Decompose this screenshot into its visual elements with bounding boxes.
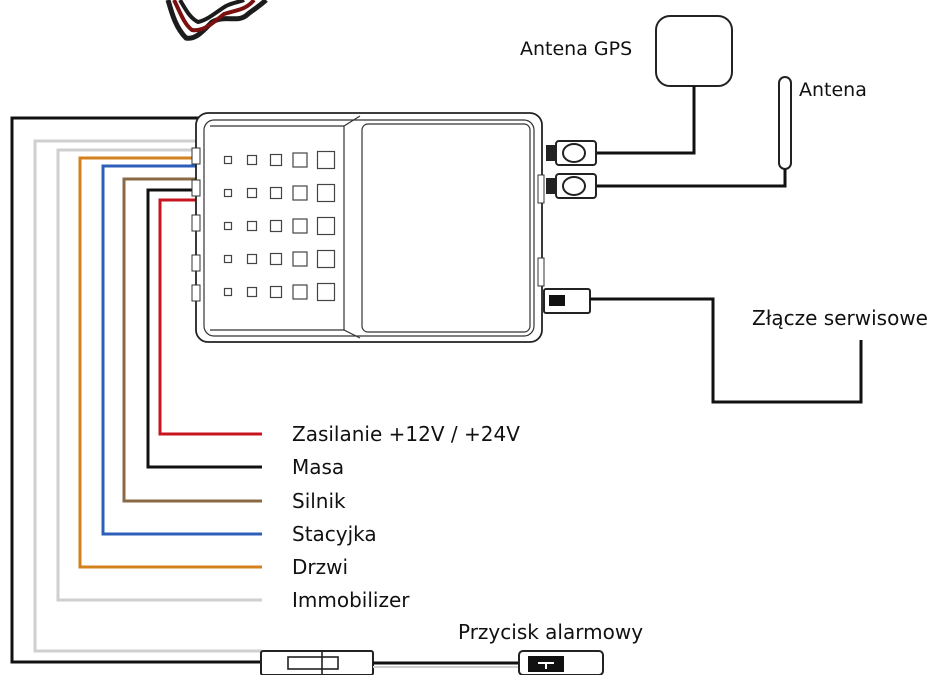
led-square [246, 187, 258, 199]
tracker-unit [191, 112, 545, 343]
gsm-antenna [597, 76, 792, 188]
led-square [269, 285, 283, 299]
led-square [269, 252, 283, 266]
label-zasilanie: Zasilanie +12V / +24V [292, 422, 520, 446]
wire-masa [146, 188, 262, 469]
alarm-button-label: Przycisk alarmowy [458, 620, 644, 644]
led-square [269, 153, 283, 167]
alarm-button[interactable] [518, 650, 604, 675]
bottom-connector [260, 650, 374, 675]
led-square [223, 254, 233, 264]
led-square [316, 282, 336, 302]
gsm-connector [546, 173, 597, 199]
led-square [246, 286, 258, 298]
led-square [316, 216, 336, 236]
inner-frame-wire [33, 139, 262, 653]
led-square [316, 150, 336, 170]
gps-connector [546, 140, 597, 166]
led-square [246, 154, 258, 166]
led-square [292, 284, 308, 300]
wire-silnik [122, 177, 262, 503]
frame-wire [10, 116, 262, 664]
gps-antenna-cable [597, 86, 696, 155]
led-square [269, 219, 283, 233]
service-port-connector [543, 288, 591, 314]
label-masa: Masa [292, 455, 345, 479]
led-square [292, 152, 308, 168]
led-square [246, 220, 258, 232]
led-square [292, 185, 308, 201]
led-square [292, 218, 308, 234]
label-immobilizer: Immobilizer [292, 588, 410, 612]
label-drzwi: Drzwi [292, 555, 349, 579]
wire-drzwi [78, 156, 262, 569]
led-square [246, 253, 258, 265]
led-square [269, 186, 283, 200]
gps-antenna [655, 15, 733, 87]
gsm-antenna-label: Antena [799, 79, 867, 101]
led-square [316, 249, 336, 269]
service-port-label: Złącze serwisowe [752, 306, 928, 330]
wire-immobilizer [56, 148, 262, 602]
led-square [316, 183, 336, 203]
led-square [223, 221, 233, 231]
label-stacyjka: Stacyjka [292, 522, 377, 546]
led-square [223, 155, 233, 165]
label-silnik: Silnik [292, 489, 346, 513]
led-square [223, 188, 233, 198]
wire-stacyjka [101, 164, 262, 536]
led-square [223, 287, 233, 297]
led-square [292, 251, 308, 267]
cable-coil-icon [165, 0, 268, 41]
led-grid-icon [223, 150, 336, 302]
gps-antenna-label: Antena GPS [520, 38, 633, 60]
service-port-cable [590, 297, 863, 404]
wire-zasilanie [158, 198, 262, 436]
